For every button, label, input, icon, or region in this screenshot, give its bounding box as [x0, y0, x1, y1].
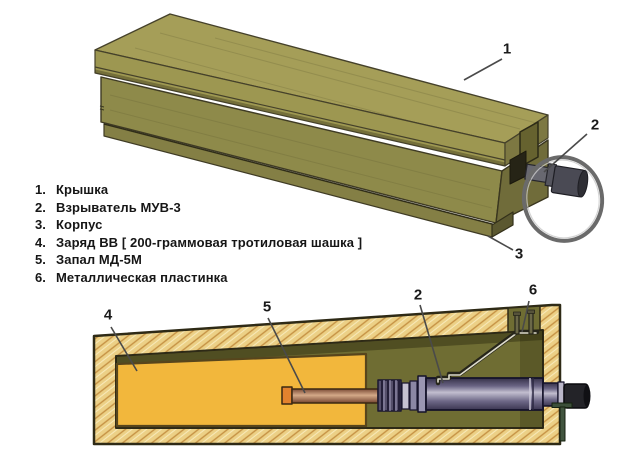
callout-2b: 2: [413, 286, 423, 304]
fuze-3d-endcap: [577, 169, 589, 198]
fuze-3d: [524, 162, 589, 198]
legend-item-number: 5.: [35, 252, 46, 268]
legend-item-number: 6.: [35, 269, 46, 285]
callout-4: 4: [103, 306, 113, 324]
plate-prong-right: [528, 311, 534, 335]
callout-line-1: [463, 58, 503, 81]
legend-item: 1. Крышка: [35, 181, 415, 199]
lid-groove: [94, 66, 506, 161]
callout-5: 5: [262, 298, 272, 316]
legend-item: 3. Корпус: [35, 216, 415, 234]
safety-ring: [521, 155, 605, 243]
legend-item: 4. Заряд ВВ [ 200-граммовая тротиловая ш…: [35, 234, 415, 252]
legend-item: 6. Металлическая пластинка: [35, 269, 415, 287]
legend-list: 1. Крышка 2. Взрыватель МУВ-3 3. Корпус …: [35, 181, 415, 286]
legend-item-label: Металлическая пластинка: [56, 269, 228, 285]
callout-line-4: [110, 326, 138, 372]
lid-notch: [507, 305, 541, 333]
legend-item-label: Взрыватель МУВ-3: [56, 199, 181, 215]
cross-section-view: [92, 300, 591, 446]
legend-item: 5. Запал МД-5М: [35, 251, 415, 269]
callout-6: 6: [528, 281, 538, 299]
metal-plate: [435, 309, 540, 386]
charge-block: [115, 352, 368, 428]
callout-2: 2: [590, 116, 600, 134]
callout-line-3: [487, 235, 514, 251]
bottom-board-end: [491, 211, 514, 238]
fuze-body-section: [425, 377, 544, 411]
legend-item-label: Корпус: [56, 217, 103, 233]
section-callout-lines: [110, 300, 530, 394]
callout-line-6: [521, 300, 530, 333]
lid-shadow: [94, 69, 506, 166]
legend-item-number: 2.: [35, 199, 46, 215]
bottom-board-shadow: [103, 123, 497, 226]
legend-item: 2. Взрыватель МУВ-3: [35, 199, 415, 217]
fuze-coupling: [377, 379, 418, 412]
fuze-flange: [417, 375, 427, 413]
plate-prong-left: [514, 313, 520, 335]
stamp-mark: [99, 105, 105, 111]
callout-3: 3: [514, 245, 524, 263]
cavity-top-shadow: [116, 331, 543, 366]
body-grain: [109, 94, 493, 209]
legend-item-label: Запал МД-5М: [56, 252, 142, 268]
legend-item-number: 1.: [35, 182, 46, 198]
assembled-view: [94, 13, 605, 251]
assembled-callout-lines: [463, 58, 588, 251]
safety-pin: [551, 402, 573, 442]
callout-line-2: [543, 133, 588, 173]
fuze-cap-end: [583, 385, 591, 407]
legend-item-label: Заряд ВВ [ 200-граммовая тротиловая шашк…: [56, 234, 363, 250]
legend-item-number: 4.: [35, 234, 46, 250]
callout-line-2b: [419, 304, 444, 384]
legend-item-label: Крышка: [56, 182, 109, 198]
fuze-section: [417, 375, 591, 413]
callout-line-5: [267, 317, 306, 394]
detonator-tip: [281, 386, 293, 405]
legend-item-number: 3.: [35, 217, 46, 233]
callout-1: 1: [502, 40, 512, 58]
